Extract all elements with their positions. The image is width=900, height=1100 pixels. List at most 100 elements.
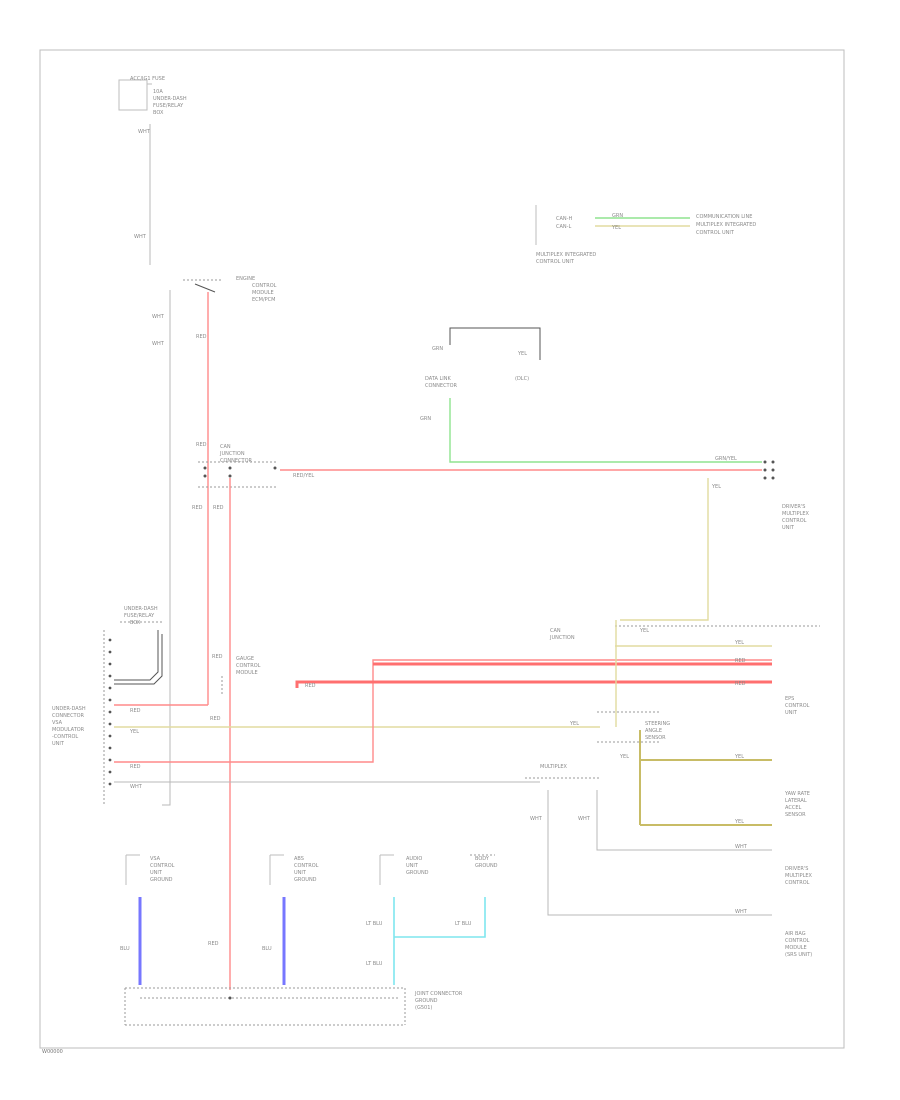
svg-text:MODULE: MODULE [252,290,274,296]
svg-text:YEL: YEL [517,351,527,357]
svg-text:ECM/PCM: ECM/PCM [252,297,275,303]
diagram-code: W00000 [42,1049,63,1055]
svg-text:JUNCTION: JUNCTION [549,635,575,641]
svg-text:CONTROL: CONTROL [785,703,810,709]
svg-text:RED: RED [208,941,219,947]
right-top-connector: DRIVER'S MULTIPLEX CONTROL UNIT [763,460,810,531]
svg-text:YEL: YEL [734,819,744,825]
svg-text:WHT: WHT [530,816,543,822]
svg-text:MULTIPLEX: MULTIPLEX [540,764,568,770]
gauge-control-module: GAUGE CONTROL MODULE [221,656,261,695]
svg-text:BLU: BLU [262,946,272,952]
svg-text:YEL: YEL [129,729,139,735]
svg-text:DRIVER'S: DRIVER'S [782,504,805,510]
svg-text:EPS: EPS [785,696,794,702]
svg-text:BLU: BLU [120,946,130,952]
svg-text:LT BLU: LT BLU [455,921,472,927]
svg-text:LT BLU: LT BLU [366,961,383,967]
svg-text:CAN-L: CAN-L [556,224,571,230]
svg-text:RED: RED [192,505,203,511]
svg-text:VSA: VSA [52,720,63,726]
svg-text:WHT: WHT [578,816,591,822]
svg-text:MODULE: MODULE [236,670,258,676]
svg-text:GROUND: GROUND [294,877,317,883]
svg-text:STEERING: STEERING [645,721,670,727]
svg-text:MULTIPLEX: MULTIPLEX [785,873,813,879]
svg-text:RED: RED [735,681,746,687]
svg-text:WHT: WHT [134,234,147,240]
svg-text:GRN: GRN [612,213,623,219]
svg-text:FUSE/RELAY: FUSE/RELAY [153,103,184,109]
svg-text:RED: RED [196,442,207,448]
svg-text:BODY: BODY [475,856,490,862]
svg-text:CONTROL UNIT: CONTROL UNIT [536,259,575,265]
svg-text:BOX: BOX [130,620,141,626]
svg-text:FUSE/RELAY: FUSE/RELAY [124,613,155,619]
svg-text:GRN: GRN [432,346,443,352]
fuse-top-component: ACC/IG1 FUSE 10A UNDER-DASH FUSE/RELAY B… [118,76,187,116]
svg-text:YEL: YEL [639,628,649,634]
svg-text:MULTIPLEX: MULTIPLEX [782,511,810,517]
svg-text:RED: RED [212,654,223,660]
svg-text:RED: RED [130,708,141,714]
svg-text:CONTROL: CONTROL [150,863,175,869]
svg-text:WHT: WHT [152,314,165,320]
svg-text:ACCEL: ACCEL [785,805,801,811]
svg-text:UNDER-DASH: UNDER-DASH [124,606,158,612]
svg-text:CAN: CAN [220,444,231,450]
bottom-module-audio: AUDIO UNIT GROUND [379,854,429,885]
steering-junction: STEERING ANGLE SENSOR YAW RATE LATERAL A… [597,711,810,818]
svg-text:GRN: GRN [420,416,431,422]
can-junction-connector: CAN JUNCTION CONNECTOR [198,444,278,488]
svg-text:GROUND: GROUND [475,863,498,869]
svg-text:GROUND: GROUND [406,870,429,876]
ecm-connector: ENGINE CONTROL MODULE ECM/PCM [183,276,277,303]
svg-text:GROUND: GROUND [415,998,438,1004]
svg-text:YEL: YEL [711,484,721,490]
svg-text:UNIT: UNIT [52,741,65,747]
svg-text:(SRS UNIT): (SRS UNIT) [785,952,812,958]
svg-text:ANGLE: ANGLE [645,728,662,734]
svg-text:MULTIPLEX INTEGRATED: MULTIPLEX INTEGRATED [536,252,596,258]
gateway-module: GRN YEL DATA LINK CONNECTOR (DLC) [425,327,541,389]
svg-text:SENSOR: SENSOR [785,812,806,818]
svg-text:CONTROL: CONTROL [236,663,261,669]
svg-text:(G501): (G501) [415,1005,432,1011]
svg-text:SENSOR: SENSOR [645,735,666,741]
svg-text:CAN: CAN [550,628,561,634]
svg-text:WHT: WHT [130,784,143,790]
bottom-module-vsa: VSA CONTROL UNIT GROUND [125,854,175,885]
svg-text:MODULATOR: MODULATOR [52,727,85,733]
svg-text:CAN-H: CAN-H [556,216,572,222]
svg-text:VSA: VSA [150,856,161,862]
svg-text:RED: RED [130,764,141,770]
svg-text:YEL: YEL [734,754,744,760]
svg-text:ABS: ABS [294,856,304,862]
bottom-module-abs: ABS CONTROL UNIT GROUND [269,854,319,885]
legend: CAN-H CAN-L GRN YEL COMMUNICATION LINE M… [535,205,756,265]
svg-text:10A: 10A [153,89,163,95]
svg-text:UNIT: UNIT [150,870,163,876]
svg-text:MODULE: MODULE [785,945,807,951]
svg-text:YEL: YEL [619,754,629,760]
svg-text:WHT: WHT [152,341,165,347]
svg-text:LT BLU: LT BLU [366,921,383,927]
left-connector-block: UNDER-DASH CONNECTOR VSA MODULATOR -CONT… [52,630,112,805]
svg-text:UNIT: UNIT [782,525,795,531]
svg-text:YAW RATE: YAW RATE [784,791,810,797]
diagram-frame [39,49,845,1049]
svg-text:COMMUNICATION LINE: COMMUNICATION LINE [696,214,752,220]
svg-text:GROUND: GROUND [150,877,173,883]
svg-text:CONTROL: CONTROL [785,938,810,944]
eps-connector: CAN JUNCTION YEL YEL EPS CONTROL UNIT [549,625,820,716]
svg-text:JUNCTION: JUNCTION [219,451,245,457]
svg-text:RED: RED [210,716,221,722]
svg-text:CONNECTOR: CONNECTOR [52,713,85,719]
svg-text:DRIVER'S: DRIVER'S [785,866,808,872]
svg-text:WHT: WHT [138,129,151,135]
svg-text:MULTIPLEX INTEGRATED: MULTIPLEX INTEGRATED [696,222,756,228]
svg-text:CONTROL: CONTROL [294,863,319,869]
svg-text:YEL: YEL [611,225,621,231]
svg-text:UNDER-DASH: UNDER-DASH [153,96,187,102]
